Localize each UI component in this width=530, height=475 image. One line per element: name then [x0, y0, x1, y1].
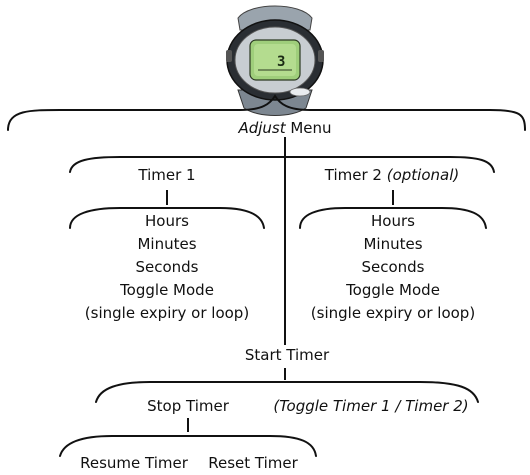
- stop-brace: [59, 435, 317, 457]
- watch-illustration: [226, 5, 324, 116]
- root-brace: [7, 94, 526, 131]
- timer2-item-minutes: Minutes: [363, 235, 423, 253]
- adjust-word: Adjust: [238, 119, 286, 137]
- timer1-item-toggle-mode: Toggle Mode: [120, 281, 214, 299]
- resume-timer-label: Resume Timer: [80, 454, 188, 472]
- timer2-item-hours: Hours: [371, 212, 415, 230]
- timer-split-brace-right: [284, 156, 495, 173]
- timer2-title-wrap: Timer 2 (optional): [325, 166, 459, 184]
- reset-timer-label: Reset Timer: [208, 454, 298, 472]
- timer2-item-seconds: Seconds: [361, 258, 425, 276]
- timer2-title: Timer 2: [324, 166, 382, 184]
- timer-split-brace-left: [69, 156, 286, 173]
- timer2-item-toggle-mode: Toggle Mode: [346, 281, 440, 299]
- menu-word: Menu: [285, 119, 332, 137]
- start-timer-label: Start Timer: [244, 346, 330, 364]
- timer1-item-toggle-note: (single expiry or loop): [84, 304, 250, 322]
- toggle-timer-note: (Toggle Timer 1 / Timer 2): [273, 397, 469, 415]
- watch-display-digit: 3: [277, 54, 285, 70]
- timer1-item-minutes: Minutes: [137, 235, 197, 253]
- start-brace: [95, 381, 479, 403]
- timer1-item-seconds: Seconds: [135, 258, 199, 276]
- adjust-menu-label: Adjust Menu: [238, 119, 331, 137]
- timer1-item-hours: Hours: [145, 212, 189, 230]
- timer2-optional-note: (optional): [381, 166, 460, 184]
- timer1-title: Timer 1: [138, 166, 196, 184]
- timer1-brace: [69, 207, 265, 229]
- stop-timer-label: Stop Timer: [147, 397, 229, 415]
- timer2-item-toggle-note: (single expiry or loop): [310, 304, 476, 322]
- timer2-brace: [299, 207, 487, 229]
